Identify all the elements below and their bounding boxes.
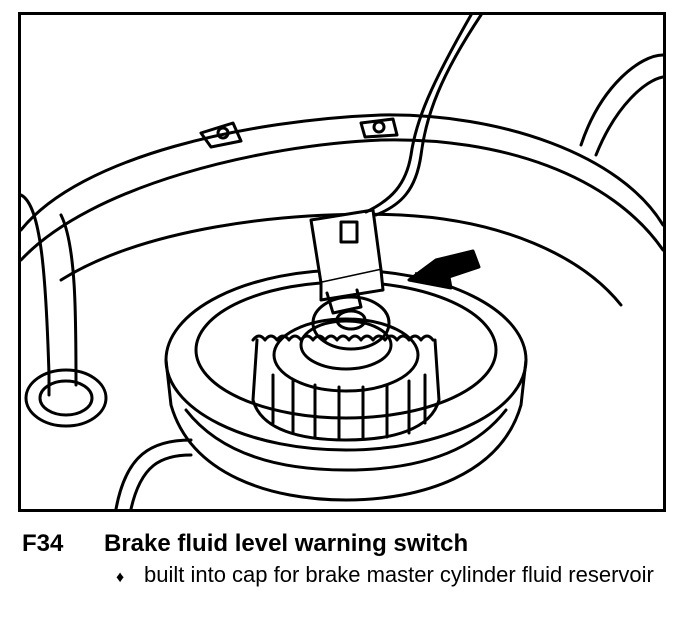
housing-ring-inner	[59, 212, 623, 307]
connector-base	[319, 268, 385, 302]
left-pipe-outer	[21, 193, 51, 397]
housing-ring-middle	[21, 138, 663, 262]
left-pipe-inner	[59, 213, 78, 387]
grommet-inner	[38, 379, 94, 417]
switch-housing	[311, 295, 391, 351]
mounting-hole-right	[372, 120, 386, 134]
figure-caption: F34 Brake fluid level warning switch ♦ b…	[22, 530, 668, 591]
mounting-hole-left	[216, 126, 230, 140]
reservoir-lip	[184, 408, 508, 472]
illustration-frame	[18, 12, 666, 512]
mounting-tab-left	[199, 121, 243, 149]
cap-body	[251, 338, 441, 442]
brake-reservoir-illustration	[21, 15, 663, 509]
lower-hose-edge-a	[114, 438, 193, 509]
mounting-tab-right	[359, 117, 399, 139]
cap-ribs-vertical	[271, 373, 427, 441]
switch-stem	[335, 309, 367, 331]
caption-heading: F34 Brake fluid level warning switch	[22, 530, 668, 558]
bullet-text: built into cap for brake master cylinder…	[144, 562, 654, 587]
connector-latch	[339, 220, 359, 244]
cap-top-ring	[272, 317, 420, 393]
right-component-edge	[579, 53, 663, 147]
caption-bullet: ♦ built into cap for brake master cylind…	[116, 562, 668, 591]
housing-ring-outer	[21, 113, 663, 232]
grommet-outer	[24, 368, 108, 428]
reservoir-body	[164, 358, 528, 502]
cap-boss	[299, 319, 393, 371]
sensor-wire-inner	[364, 15, 473, 214]
diamond-bullet-icon: ♦	[116, 569, 125, 586]
figure-number: F34	[22, 530, 64, 557]
sensor-wire-outer	[374, 15, 483, 217]
connector-terminals	[325, 288, 363, 315]
figure-title: Brake fluid level warning switch	[104, 530, 469, 557]
